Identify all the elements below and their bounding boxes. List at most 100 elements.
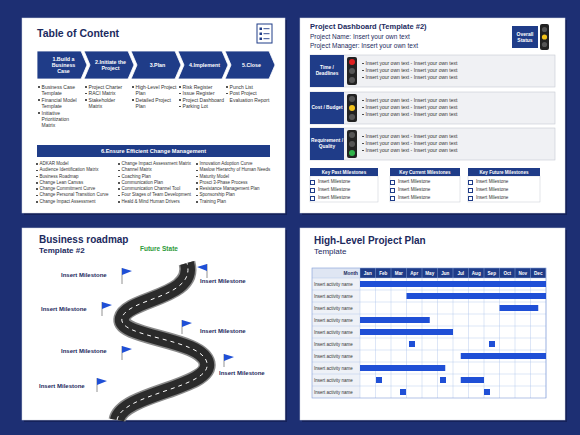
list-icon [257, 24, 272, 43]
list-row: Insert Milestone [390, 186, 460, 194]
bullet-dot [132, 99, 134, 101]
label-holder: Future State [140, 245, 178, 252]
grid-line [312, 290, 546, 291]
box-label: Overall Status [513, 31, 537, 43]
gantt-bar [360, 329, 453, 335]
label-holder: Oct [500, 268, 516, 278]
list-column: Change Impact Assessment MatrixChannel M… [118, 161, 194, 205]
bullet-dot [196, 163, 198, 165]
list-row: Coaching Plan [118, 174, 194, 180]
list-row: Insert your own text - Insert your own t… [362, 147, 547, 154]
title-holder: Template #2 [39, 246, 239, 255]
activity-name: Insert activity name [314, 294, 353, 299]
list-column: ADKAR ModelAudience Identification Matri… [36, 161, 116, 205]
slide-panel: Table of Content 1.Build a Business Case 2… [22, 18, 285, 213]
deliverable-item: Issue Register [183, 90, 215, 96]
list-row: Channel Matrix [118, 167, 194, 173]
label-holder: Insert Milestone [41, 306, 87, 312]
change-tool-item: Heald & Mind Human Drivers [122, 199, 180, 205]
milestone-check: Insert Milestone [476, 186, 508, 194]
bullet-dot [85, 86, 87, 88]
list-row: Insert Milestone [310, 194, 380, 202]
label-holder: Apr [407, 268, 423, 278]
rowlbl-box: Time / Deadlines [310, 55, 344, 87]
label-holder: Dec [531, 268, 547, 278]
bullet-dot [38, 99, 40, 101]
slide-title: High-Level Project Plan [314, 235, 514, 247]
bullet-dot [362, 63, 364, 65]
slide-title: Project Dashboard (Template #2) [310, 23, 505, 32]
activity-name: Insert activity name [314, 306, 353, 311]
month-header: Month [344, 271, 358, 276]
list-row: Change Personal Transition Curve [36, 192, 116, 198]
future-state: Future State [140, 245, 178, 252]
gantt-bar [360, 365, 445, 371]
list-row: Insert Milestone [468, 178, 538, 186]
title-holder: High-Level Project Plan [314, 235, 514, 247]
bullet-dot [179, 86, 181, 88]
bullet-dot [38, 86, 40, 88]
list-row: High-Level Project Plan [132, 84, 177, 97]
month-cell: Nov [518, 271, 527, 276]
gantt-bar [400, 389, 406, 395]
checkbox [310, 188, 315, 193]
month-cell: Jul [457, 271, 464, 276]
slide-subtitle: Template #2 [39, 246, 239, 255]
list-row: Communication Plan [118, 180, 194, 186]
list-row: Insert your own text - Insert your own t… [362, 97, 547, 104]
status-panel [310, 55, 555, 160]
list-row: Insert Milestone [468, 186, 538, 194]
list-row: Audience Identification Matrix [36, 167, 116, 173]
list-column: Insert MilestoneInsert MilestoneInsert M… [310, 178, 380, 202]
bullet-dot [196, 188, 198, 190]
gantt-bar [461, 353, 546, 359]
title-holder: Table of Content [37, 27, 237, 39]
phase-chevron: 3.Plan [131, 51, 181, 79]
slide-title: Table of Content [37, 27, 237, 39]
list-column: Insert your own text - Insert your own t… [362, 133, 547, 154]
gantt-bar [440, 377, 446, 383]
roadmap-milestone: Insert Milestone [219, 370, 265, 376]
plan-table [312, 268, 360, 278]
bullet-dot [38, 112, 40, 114]
gantt-bar [407, 293, 547, 299]
rowlbl-box: Cost / Budget [310, 92, 344, 124]
list-row: Training Plan [196, 199, 274, 205]
milestone-flag [122, 346, 132, 353]
checkbox [390, 180, 395, 185]
bullet-dot [118, 170, 120, 172]
box-label: Key Current Milestones [399, 170, 450, 175]
label-holder: Insert Milestone [61, 348, 107, 354]
month-cell: Jan [364, 271, 372, 276]
list-row: Maturity Model [196, 174, 274, 180]
month-cell: Oct [503, 271, 511, 276]
status-bullet: Insert your own text - Insert your own t… [366, 104, 458, 111]
box-label: Requirement / Quality [311, 138, 343, 150]
traffic-light [542, 34, 547, 39]
list-row: Business Roadmap [36, 174, 116, 180]
bullet-dot [362, 77, 364, 79]
traffic-light [349, 96, 355, 102]
grid-line [499, 268, 500, 398]
grid-line [312, 374, 546, 375]
list-column: Risk RegisterIssue RegisterProject Dashb… [179, 84, 224, 110]
change-tool-item: Audience Identification Matrix [40, 167, 99, 173]
change-tool-item: Resistance Management Plan [200, 186, 260, 192]
list-row: Change Impact Assessment Matrix [118, 161, 194, 167]
bullet-dot [196, 170, 198, 172]
activity-name: Insert activity name [314, 318, 353, 323]
traffic-light [347, 94, 357, 122]
list-row: Prosci 3-Phase Process [196, 180, 274, 186]
list-icon [260, 38, 263, 41]
phase-label: 2.Initiate the Project [92, 59, 129, 71]
list-row: Parking Lot [179, 103, 224, 109]
deliverable-item: Post Project Evaluation Report [230, 90, 271, 103]
change-tool-item: Training Plan [200, 199, 226, 205]
deliverable-item: Risk Register [183, 84, 213, 90]
gantt-bar [360, 281, 546, 395]
milestone-check: Insert Milestone [318, 186, 350, 194]
phase-chevron: 1.Build a Business Case [37, 51, 87, 79]
list-column: Insert MilestoneInsert MilestoneInsert M… [390, 178, 460, 202]
gantt-bar [489, 341, 495, 347]
status-bullet: Insert your own text - Insert your own t… [366, 60, 458, 67]
